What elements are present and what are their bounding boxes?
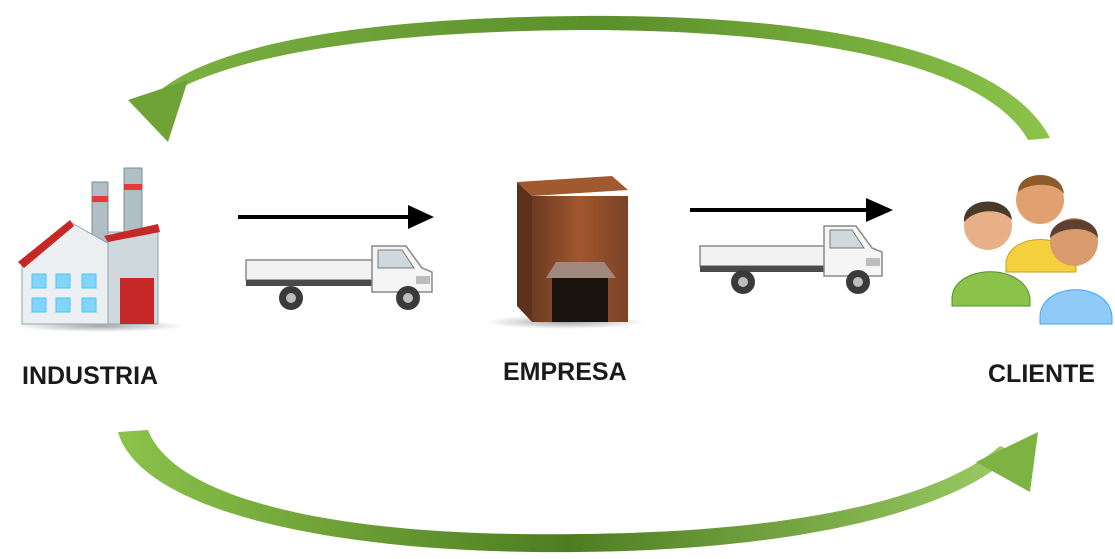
- node-label-industria: INDUSTRIA: [22, 362, 159, 390]
- truck-icon: [245, 245, 433, 310]
- node-label-cliente: CLIENTE: [988, 360, 1095, 388]
- direct-curve-arrow: [118, 430, 1038, 553]
- flow-arrow-2: [690, 198, 893, 222]
- customers-icon: [951, 175, 1113, 325]
- flow-arrow-1: [238, 205, 434, 229]
- return-arrowhead: [128, 80, 188, 142]
- direct-arrowhead: [976, 432, 1038, 492]
- door-awning: [546, 262, 616, 278]
- node-label-empresa: EMPRESA: [503, 358, 627, 386]
- truck-icon: [699, 225, 883, 294]
- warehouse-icon: [485, 176, 645, 329]
- return-curve-arrow: [128, 15, 1050, 142]
- factory-icon: [15, 167, 185, 332]
